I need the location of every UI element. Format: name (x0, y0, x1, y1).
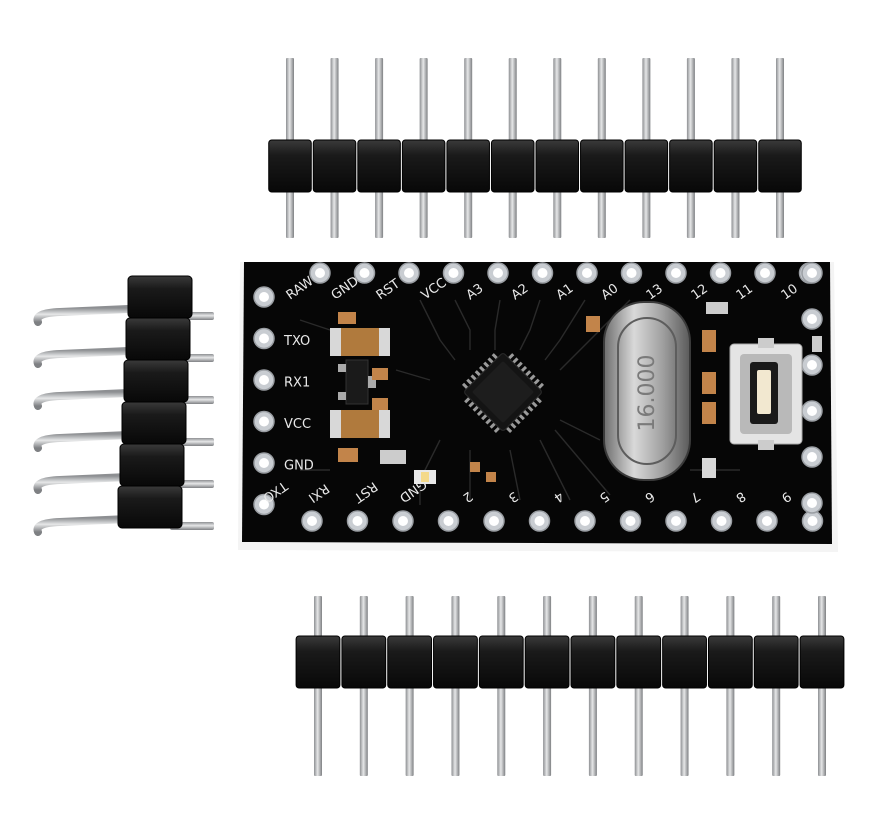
pad-top-hole (404, 268, 414, 278)
reset-button[interactable] (729, 336, 822, 450)
pad-bottom-hole (443, 516, 454, 526)
pad-right-hole (807, 268, 817, 278)
pad-left-hole (259, 458, 269, 468)
pad-right-hole (807, 498, 817, 508)
right-angle-pin (33, 430, 154, 452)
right-angle-pin (33, 472, 154, 494)
pad-bottom-hole (534, 516, 545, 526)
pad-top-hole (448, 268, 459, 278)
bottom-header-plastic (707, 635, 753, 689)
pad-top-hole (537, 268, 548, 278)
pad-bottom-hole (580, 516, 590, 526)
smd-capacitor-1 (330, 328, 390, 356)
pin-label-left: VCC (284, 417, 311, 432)
pad-left-hole (259, 375, 269, 385)
pad-bottom-hole (625, 516, 636, 526)
top-pin-header (268, 58, 802, 238)
pin-label-left: RX1 (284, 376, 310, 391)
pad-left-hole (259, 333, 269, 344)
pad-right-hole (807, 406, 817, 416)
crystal-oscillator: 16.000 (603, 301, 691, 481)
top-header-plastic (758, 139, 802, 193)
pad-top-hole (626, 268, 637, 278)
microcontroller-chip (461, 353, 545, 434)
pad-bottom-hole (762, 516, 772, 526)
right-angle-pin (33, 514, 154, 536)
pads-bottom-row (301, 510, 824, 532)
pad-top-hole (315, 268, 325, 278)
right-angle-pin-header (33, 275, 214, 536)
bottom-header-plastic (295, 635, 341, 689)
crystal-label: 16.000 (635, 355, 660, 432)
pad-bottom-hole (716, 516, 727, 526)
right-angle-pin (33, 346, 154, 368)
top-header-plastic (490, 139, 535, 193)
pad-top-hole (359, 268, 370, 278)
pad-bottom-hole (398, 516, 408, 526)
top-header-plastic (535, 139, 580, 193)
pad-top-hole (493, 268, 503, 278)
right-angle-plastic (125, 317, 191, 361)
right-angle-pin (33, 304, 154, 326)
small-smd-parts (338, 302, 728, 482)
bottom-header-plastic (799, 635, 845, 689)
right-angle-pin (33, 388, 154, 410)
bottom-header-plastic (662, 635, 707, 689)
pad-left-hole (259, 499, 269, 510)
pin-label-left: GND (284, 459, 314, 474)
bottom-header-plastic (616, 635, 662, 689)
pad-top-hole (671, 268, 681, 278)
bottom-header-plastic (341, 635, 387, 689)
right-angle-plastic (117, 485, 183, 529)
pad-bottom-hole (352, 516, 363, 526)
smd-capacitor-2 (330, 410, 390, 438)
right-angle-plastic (121, 401, 187, 445)
bottom-header-plastic (433, 635, 478, 689)
top-header-plastic (401, 139, 446, 193)
top-header-plastic (624, 139, 669, 193)
top-header-plastic (268, 139, 312, 193)
pad-top-hole (760, 268, 770, 278)
pad-bottom-hole (671, 516, 681, 526)
top-header-plastic (312, 139, 357, 193)
bottom-header-plastic (570, 635, 616, 689)
bottom-header-plastic (524, 635, 570, 689)
pad-left-hole (259, 292, 269, 302)
top-header-plastic (446, 139, 490, 193)
right-angle-plastic (127, 275, 193, 319)
pad-bottom-hole (489, 516, 499, 526)
pads-top-row (309, 262, 821, 284)
top-header-plastic (669, 139, 713, 193)
pad-right-hole (807, 452, 817, 462)
pads-right-column (801, 262, 823, 514)
pad-bottom-hole (307, 516, 317, 526)
pin-label-left: TXO (283, 334, 310, 349)
pad-bottom-hole (807, 516, 818, 526)
bottom-header-plastic (387, 635, 433, 689)
pcb-traces (299, 299, 740, 505)
power-led (414, 470, 436, 484)
voltage-regulator (338, 359, 376, 405)
top-header-plastic (580, 139, 624, 193)
right-angle-plastic (119, 443, 185, 487)
pad-top-hole (715, 268, 726, 278)
top-header-plastic (713, 139, 758, 193)
pad-right-hole (807, 314, 817, 324)
bottom-header-plastic (478, 635, 524, 689)
pad-top-hole (582, 268, 592, 278)
pads-left-column (253, 286, 275, 516)
pad-left-hole (259, 416, 269, 427)
right-angle-plastic (123, 359, 189, 403)
top-header-plastic (357, 139, 401, 193)
pad-right-hole (807, 360, 817, 370)
bottom-pin-header (295, 596, 845, 776)
bottom-header-plastic (753, 635, 799, 689)
